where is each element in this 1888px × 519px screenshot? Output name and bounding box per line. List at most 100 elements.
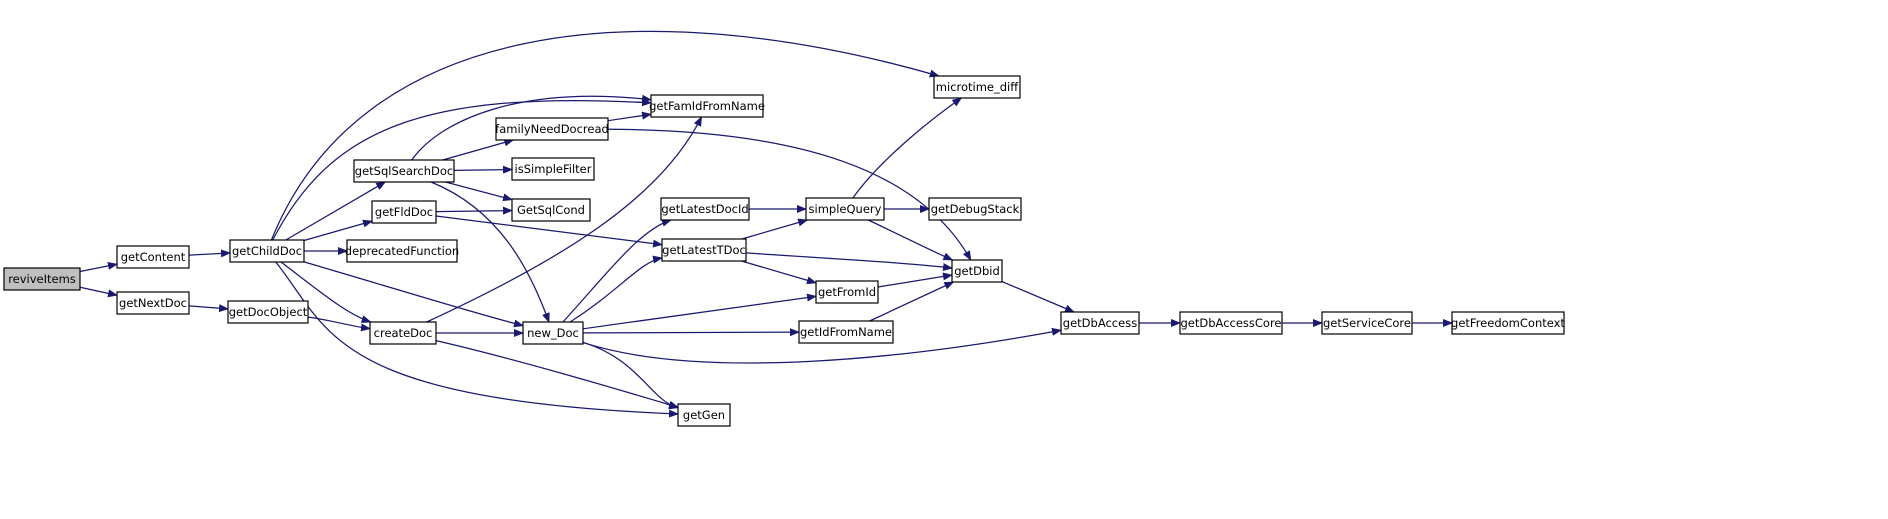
- node-box: [227, 300, 309, 324]
- node-getFldDoc[interactable]: getFldDoc: [371, 200, 437, 224]
- node-box: [346, 239, 458, 263]
- node-box: [1321, 311, 1413, 335]
- edge-getChildDoc-to-getFamIdFromName: [272, 98, 652, 241]
- node-getServiceCore[interactable]: getServiceCore: [1321, 311, 1413, 335]
- node-getGen[interactable]: getGen: [677, 403, 731, 427]
- edge-simpleQuery-to-getDbid: [868, 219, 954, 261]
- edge-getChildDoc-to-getGen: [275, 261, 679, 418]
- edge-getDbid-to-getDbAccess: [1001, 280, 1075, 313]
- edge-getContent-to-getChildDoc: [188, 249, 231, 258]
- node-label: getIdFromName: [800, 325, 892, 339]
- node-label: getDocObject: [229, 305, 308, 319]
- node-getNextDoc[interactable]: getNextDoc: [116, 291, 190, 315]
- node-label: getContent: [121, 250, 186, 264]
- node-getFromId[interactable]: getFromId: [815, 280, 879, 304]
- edge-new_Doc-to-getGen: [582, 341, 679, 410]
- edge-getFromId-to-getDbid: [877, 272, 953, 288]
- node-new_Doc[interactable]: new_Doc: [522, 321, 584, 345]
- node-getDbAccessCore[interactable]: getDbAccessCore: [1179, 311, 1283, 335]
- edge-new_Doc-to-getLatestTDoc: [569, 255, 663, 323]
- edge-getChildDoc-to-new_Doc: [303, 261, 524, 328]
- node-label: getDbAccess: [1063, 316, 1137, 330]
- node-label: getDbid: [954, 264, 1000, 278]
- node-box: [522, 321, 584, 345]
- edge-new_Doc-to-getDbAccess: [582, 327, 1062, 364]
- node-getFreedomContext[interactable]: getFreedomContext: [1451, 311, 1565, 335]
- node-label: getFromId: [818, 285, 876, 299]
- node-box: [1451, 311, 1565, 335]
- node-reviveItems[interactable]: reviveItems: [3, 267, 81, 291]
- node-label: familyNeedDocread: [495, 122, 609, 136]
- edge-getSqlSearchDoc-to-familyNeedDocread: [442, 138, 515, 161]
- node-getContent[interactable]: getContent: [116, 245, 190, 269]
- node-label: createDoc: [374, 326, 433, 340]
- node-box: [1060, 311, 1140, 335]
- node-familyNeedDocread[interactable]: familyNeedDocread: [495, 117, 609, 141]
- edge-getIdFromName-to-getDbid: [869, 281, 955, 322]
- edge-getSqlSearchDoc-to-getFamIdFromName: [411, 94, 652, 161]
- node-box: [511, 198, 591, 222]
- node-label: getChildDoc: [232, 244, 302, 258]
- edge-getFldDoc-to-getLatestTDoc: [435, 215, 663, 248]
- node-box: [1179, 311, 1283, 335]
- node-label: deprecatedFunction: [345, 244, 459, 258]
- node-label: simpleQuery: [809, 202, 882, 216]
- node-label: getSqlSearchDoc: [355, 164, 453, 178]
- node-getDbAccess[interactable]: getDbAccess: [1060, 311, 1140, 335]
- node-getFamIdFromName[interactable]: getFamIdFromName: [649, 94, 765, 118]
- node-box: [660, 197, 750, 221]
- edge-getFldDoc-to-GetSqlCond: [435, 206, 513, 215]
- node-getIdFromName[interactable]: getIdFromName: [798, 320, 894, 344]
- node-getLatestTDoc[interactable]: getLatestTDoc: [661, 238, 747, 262]
- node-simpleQuery[interactable]: simpleQuery: [805, 197, 885, 221]
- nodes-layer: reviveItems getContent getNextDoc getChildD…: [3, 75, 1565, 427]
- edge-familyNeedDocread-to-getDbid: [607, 128, 972, 261]
- node-GetSqlCond[interactable]: GetSqlCond: [511, 198, 591, 222]
- node-label: getFldDoc: [375, 205, 433, 219]
- node-microtime_diff[interactable]: microtime_diff: [933, 75, 1021, 99]
- edge-familyNeedDocread-to-getFamIdFromName: [607, 111, 652, 122]
- edge-getNextDoc-to-getDocObject: [188, 304, 229, 313]
- edge-getLatestTDoc-to-getFromId: [741, 260, 817, 285]
- node-label: GetSqlCond: [517, 203, 585, 217]
- node-isSimpleFilter[interactable]: isSimpleFilter: [511, 157, 595, 181]
- node-label: getFreedomContext: [1451, 316, 1565, 330]
- node-label: getLatestDocId: [661, 202, 748, 216]
- node-label: new_Doc: [527, 326, 579, 340]
- node-box: [650, 94, 764, 118]
- node-getDebugStack[interactable]: getDebugStack: [928, 197, 1022, 221]
- node-box: [116, 245, 190, 269]
- node-getDocObject[interactable]: getDocObject: [227, 300, 309, 324]
- edge-getChildDoc-to-microtime_diff: [270, 30, 940, 241]
- node-box: [3, 267, 81, 291]
- node-box: [369, 321, 437, 345]
- node-box: [371, 200, 437, 224]
- node-label: getFamIdFromName: [649, 99, 765, 113]
- edge-getSqlSearchDoc-to-new_Doc: [430, 181, 550, 323]
- node-getLatestDocId[interactable]: getLatestDocId: [660, 197, 750, 221]
- node-label: getNextDoc: [119, 296, 187, 310]
- node-getDbid[interactable]: getDbid: [951, 259, 1003, 283]
- node-deprecatedFunction[interactable]: deprecatedFunction: [345, 239, 459, 263]
- edge-getChildDoc-to-getFldDoc: [303, 219, 373, 242]
- node-box: [495, 117, 609, 141]
- node-getChildDoc[interactable]: getChildDoc: [229, 239, 305, 263]
- edge-getSqlSearchDoc-to-isSimpleFilter: [453, 165, 513, 174]
- edge-createDoc-to-getFamIdFromName: [426, 116, 703, 323]
- edge-new_Doc-to-getLatestDocId: [562, 218, 672, 323]
- node-box: [229, 239, 305, 263]
- node-label: microtime_diff: [936, 80, 1019, 94]
- node-getSqlSearchDoc[interactable]: getSqlSearchDoc: [353, 159, 455, 183]
- node-box: [677, 403, 731, 427]
- edge-getLatestTDoc-to-simpleQuery: [741, 218, 809, 240]
- edge-getDocObject-to-createDoc: [307, 316, 371, 332]
- node-createDoc[interactable]: createDoc: [369, 321, 437, 345]
- edge-simpleQuery-to-microtime_diff: [852, 97, 963, 199]
- node-box: [511, 157, 595, 181]
- node-box: [116, 291, 190, 315]
- node-box: [805, 197, 885, 221]
- node-label: isSimpleFilter: [515, 162, 592, 176]
- node-label: getDebugStack: [931, 202, 1020, 216]
- node-box: [933, 75, 1021, 99]
